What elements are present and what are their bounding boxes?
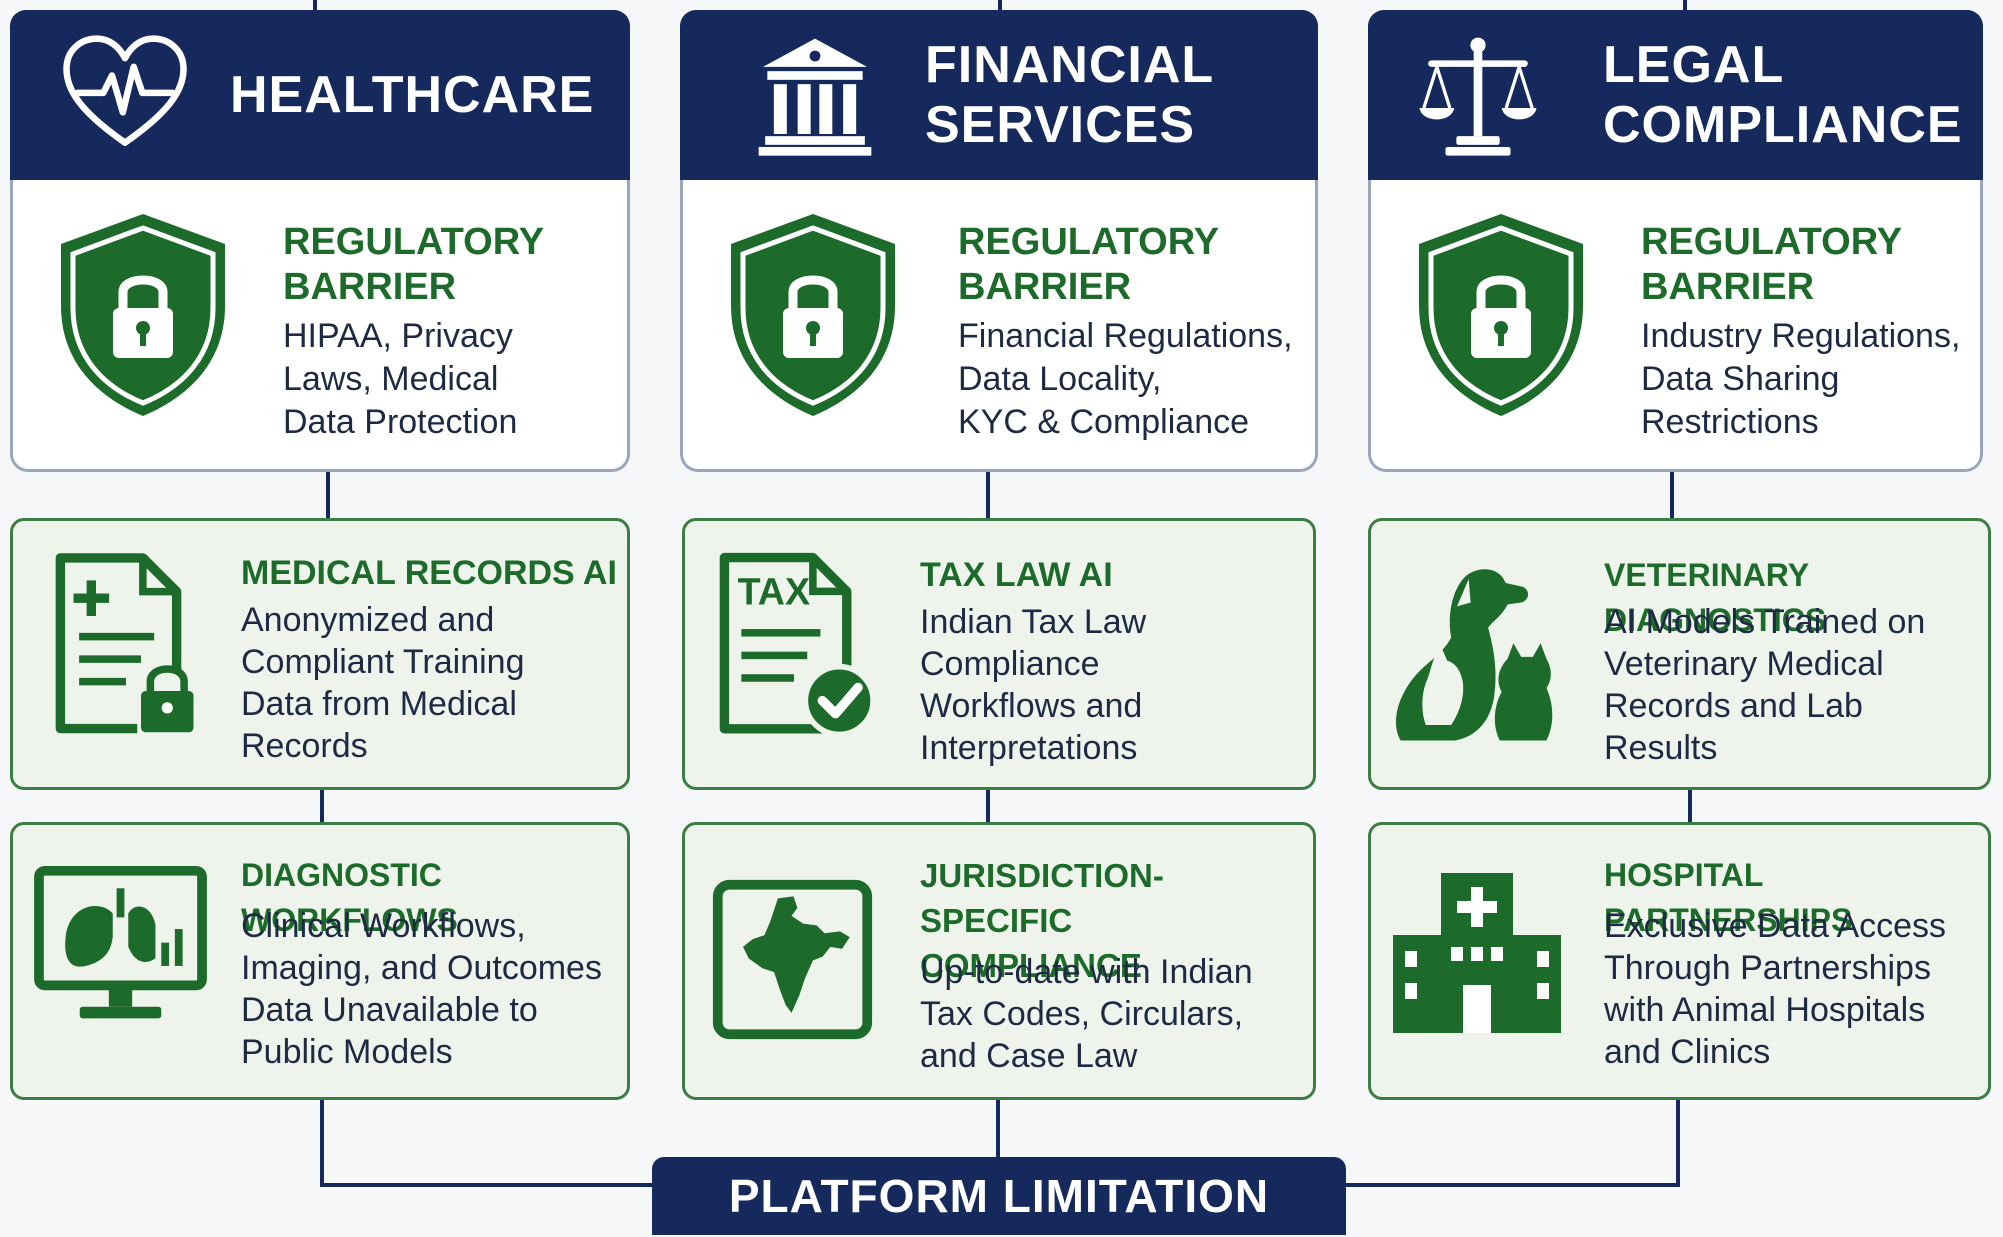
tax-icon-label: TAX bbox=[738, 571, 810, 613]
column-title: LEGAL COMPLIANCE bbox=[1603, 36, 1963, 154]
heart-pulse-icon bbox=[63, 35, 187, 146]
bank-building-icon bbox=[758, 38, 872, 156]
card-hospital-partnerships: HOSPITAL PARTNERSHIPS Exclusive Data Acc… bbox=[1368, 822, 1991, 1100]
shield-lock-icon bbox=[1419, 214, 1583, 416]
scales-of-justice-icon bbox=[1419, 37, 1537, 156]
card-tax-law-ai: TAX TAX LAW AI Indian Tax Law Compliance… bbox=[682, 518, 1316, 790]
card-title: JURISDICTION-SPECIFIC COMPLIANCE bbox=[920, 857, 1164, 984]
barrier-description: Industry Regulations, Data Sharing Restr… bbox=[1641, 317, 1961, 441]
card-description: Indian Tax Law Compliance Workflows and … bbox=[920, 603, 1147, 767]
card-title: DIAGNOSTIC WORKFLOWS bbox=[241, 857, 458, 938]
card-diagnostic-workflows: DIAGNOSTIC WORKFLOWS Clinical Workflows,… bbox=[10, 822, 630, 1100]
card-title: TAX LAW AI bbox=[920, 556, 1113, 594]
regulatory-barrier-financial-services: REGULATORY BARRIER Financial Regulations… bbox=[680, 180, 1318, 472]
card-medical-records-ai: MEDICAL RECORDS AI Anonymized and Compli… bbox=[10, 518, 630, 790]
barrier-title: REGULATORY BARRIER bbox=[958, 221, 1220, 308]
barrier-title: REGULATORY BARRIER bbox=[283, 221, 545, 308]
card-title: HOSPITAL PARTNERSHIPS bbox=[1604, 857, 1853, 938]
medical-document-lock-icon bbox=[55, 553, 196, 735]
card-title: MEDICAL RECORDS AI bbox=[241, 554, 617, 592]
barrier-description: Financial Regulations, Data Locality, KY… bbox=[958, 317, 1293, 441]
dog-cat-icon bbox=[1395, 569, 1553, 741]
lungs-monitor-icon bbox=[34, 865, 207, 1019]
barrier-description: HIPAA, Privacy Laws, Medical Data Protec… bbox=[283, 317, 518, 441]
card-title: VETERINARY DIAGNOSTICS bbox=[1604, 557, 1827, 638]
card-description: AI Models Trained on Veterinary Medical … bbox=[1604, 603, 1926, 767]
card-description: Up-to-date with Indian Tax Codes, Circul… bbox=[920, 953, 1253, 1075]
column-title: FINANCIAL SERVICES bbox=[925, 36, 1215, 154]
hospital-building-icon bbox=[1393, 873, 1561, 1033]
column-header-legal-compliance: LEGAL COMPLIANCE bbox=[1368, 10, 1983, 180]
column-header-healthcare: HEALTHCARE bbox=[10, 10, 630, 180]
shield-lock-icon bbox=[731, 214, 895, 416]
card-description: Exclusive Data Access Through Partnershi… bbox=[1604, 907, 1947, 1071]
shield-lock-icon bbox=[61, 214, 225, 416]
card-description: Clinical Workflows, Imaging, and Outcome… bbox=[241, 907, 602, 1071]
tax-document-check-icon: TAX bbox=[719, 552, 875, 738]
card-veterinary-diagnostics: VETERINARY DIAGNOSTICS AI Models Trained… bbox=[1368, 518, 1991, 790]
platform-limitation-label: PLATFORM LIMITATION bbox=[652, 1157, 1346, 1235]
card-description: Anonymized and Compliant Training Data f… bbox=[241, 601, 525, 765]
column-title: HEALTHCARE bbox=[230, 66, 595, 124]
card-jurisdiction-specific-compliance: JURISDICTION-SPECIFIC COMPLIANCE Up-to-d… bbox=[682, 822, 1316, 1100]
regulatory-barrier-healthcare: REGULATORY BARRIER HIPAA, Privacy Laws, … bbox=[10, 180, 630, 472]
barrier-title: REGULATORY BARRIER bbox=[1641, 221, 1903, 308]
column-header-financial-services: FINANCIAL SERVICES bbox=[680, 10, 1318, 180]
india-map-icon bbox=[712, 879, 873, 1040]
regulatory-barrier-legal-compliance: REGULATORY BARRIER Industry Regulations,… bbox=[1368, 180, 1983, 472]
